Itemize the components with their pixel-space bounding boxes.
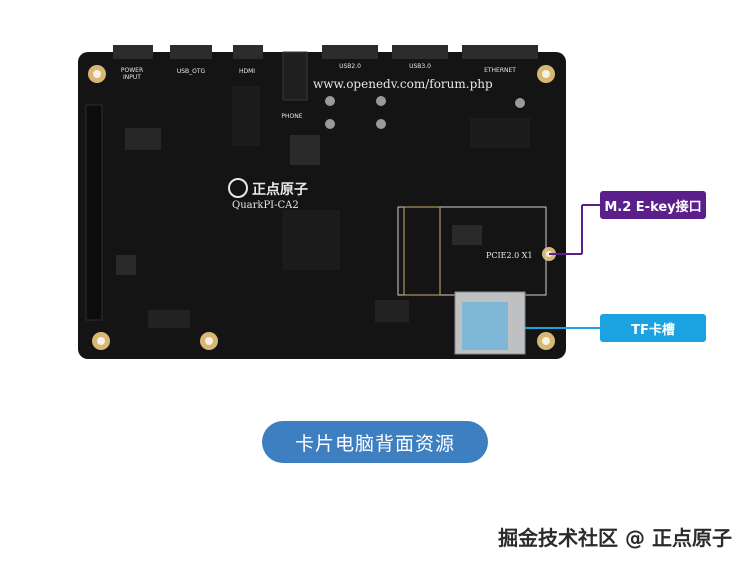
m2-slot [403,206,441,296]
board-figure: POWER INPUT USB_OTG HDMI USB2.0 USB3.0 E… [78,45,600,359]
port-label-usb-otg: USB_OTG [177,68,206,75]
screw-icon [376,96,386,106]
phone-jack [282,51,308,101]
pcie-silkscreen: PCIE2.0 X1 [486,251,533,260]
port-label-usb2: USB3.0 [409,63,431,70]
ic-chip [116,255,136,275]
port-label-power-input: INPUT [123,74,141,81]
mount-hole-center [205,337,213,345]
mount-hole-center [97,337,105,345]
ic-chip [125,128,161,150]
port-label-power: POWER [121,67,143,74]
screw-icon [325,119,335,129]
usb3-port [392,45,448,59]
mount-hole-center [542,337,550,345]
ic-chip [452,225,482,245]
power-port [113,45,153,59]
screw-icon [515,98,525,108]
m2-callout-label: M.2 E-key接口 [600,191,706,219]
usb2-port [322,45,378,59]
watermark: 掘金技术社区 @ 正点原子 [498,526,732,550]
tf-card [462,302,508,350]
port-label-phone: PHONE [281,113,302,120]
brand-silkscreen: 正点原子 [252,181,308,198]
connector-cluster [232,86,260,146]
port-label-usb1: USB2.0 [339,63,361,70]
ethernet-port [462,45,538,59]
usb-otg-port [170,45,212,59]
ic-chip [148,310,190,328]
ic-chip [290,135,320,165]
caption-pill: 卡片电脑背面资源 [262,421,488,463]
mount-hole-center [93,70,101,78]
url-silkscreen: www.openedv.com/forum.php [313,77,493,91]
port-label-ethernet: ETHERNET [484,67,516,74]
screw-icon [376,119,386,129]
pcb-board [78,52,566,359]
ic-chip [375,300,409,322]
port-label-hdmi: HDMI [239,68,255,75]
mount-hole-center [542,70,550,78]
model-silkscreen: QuarkPI-CA2 [232,200,299,211]
screw-icon [325,96,335,106]
tf-callout-label: TF卡槽 [600,314,706,342]
soc-area [282,210,340,270]
board-image: POWER INPUT USB_OTG HDMI USB2.0 USB3.0 E… [78,45,600,359]
gpio-header [85,104,103,321]
hdmi-port [233,45,263,59]
brand-logo-icon [228,178,248,198]
ethernet-magnetics [470,118,530,148]
